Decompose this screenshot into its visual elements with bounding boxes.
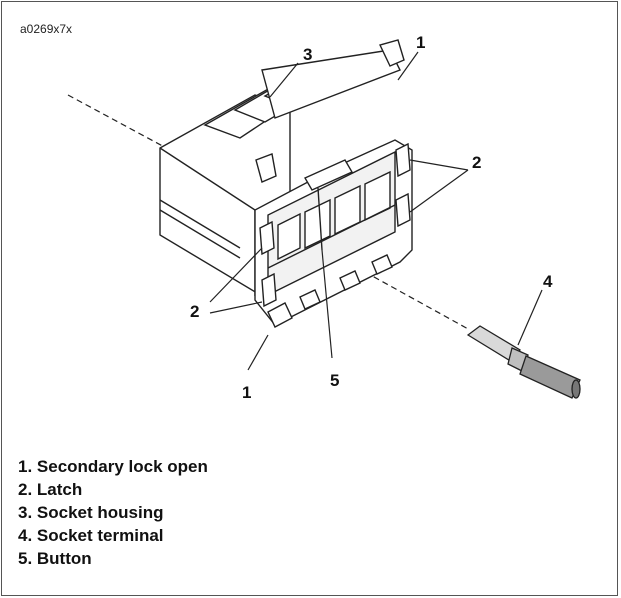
legend-list: 1. Secondary lock open 2. Latch 3. Socke… [18, 455, 208, 570]
callout-3: 3 [303, 45, 312, 64]
figure-id: a0269x7x [20, 22, 73, 36]
callout-2-right: 2 [472, 153, 481, 172]
axis-line-front [364, 271, 471, 331]
callout-5: 5 [330, 371, 339, 390]
legend-item: 1. Secondary lock open [18, 457, 208, 476]
axis-line-rear [67, 94, 171, 151]
connector-diagram: 3 1 2 4 2 5 1 [67, 33, 581, 402]
leader-lines [209, 51, 543, 371]
legend-item: 4. Socket terminal [18, 526, 164, 545]
socket-housing [159, 39, 413, 328]
socket-terminal [466, 325, 581, 399]
legend-item: 2. Latch [18, 480, 83, 499]
callout-4: 4 [543, 272, 553, 291]
callout-1-top: 1 [416, 33, 425, 52]
callout-1-bottom: 1 [242, 383, 251, 402]
legend-item: 3. Socket housing [18, 503, 164, 522]
legend-item: 5. Button [18, 549, 92, 568]
callout-2-left: 2 [190, 302, 199, 321]
